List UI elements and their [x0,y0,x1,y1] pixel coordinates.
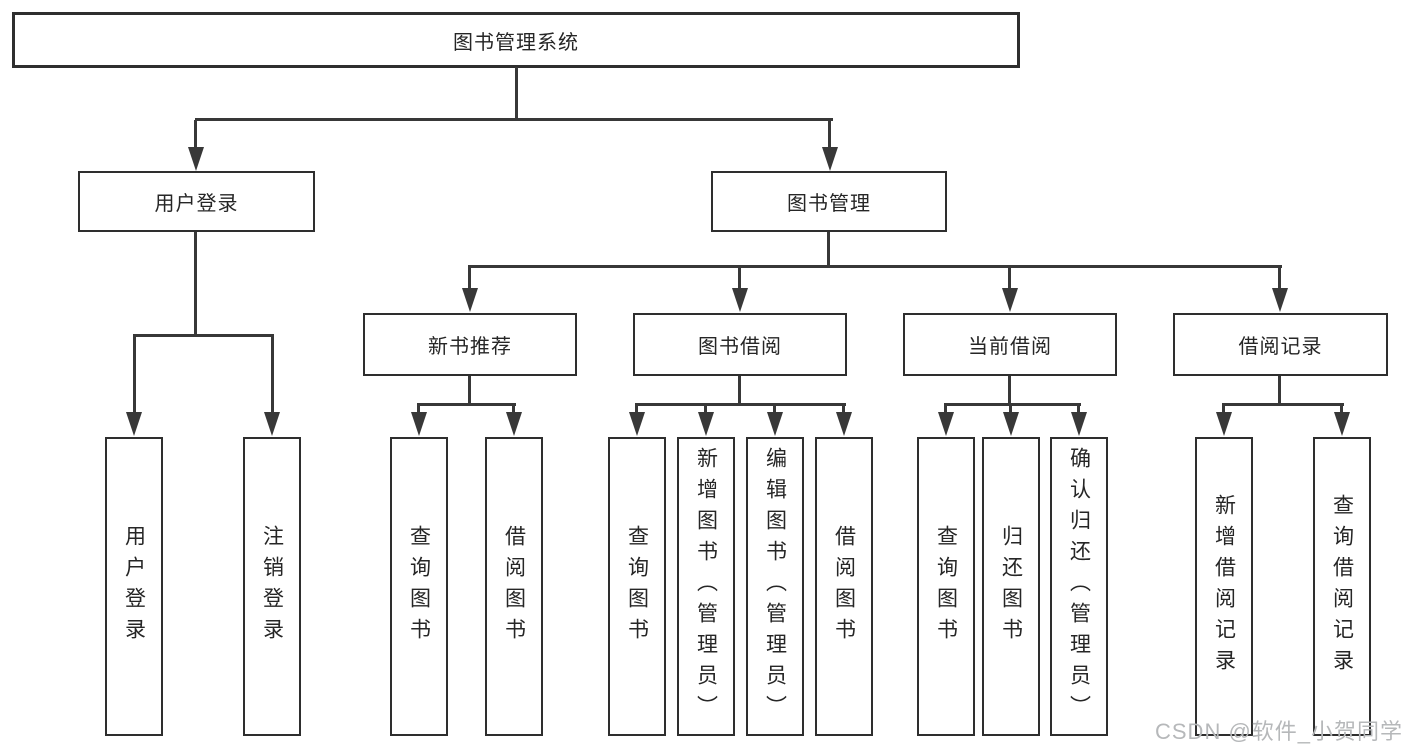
node-leaf-user-login: 用户登录 [105,437,163,736]
arrowhead [1272,288,1288,312]
arrowhead [462,288,478,312]
connector-line [468,376,471,405]
node-label: 新书推荐 [428,336,512,358]
node-label: 借阅图书 [502,524,526,649]
watermark: CSDN @软件_小贺同学 [1155,719,1404,744]
connector-line [738,267,741,290]
node-borrow-records: 借阅记录 [1173,313,1388,376]
connector-line [417,403,516,406]
node-label: 用户登录 [154,193,239,215]
node-leaf-current-query-books: 查询图书 [917,437,975,736]
node-leaf-borrowing-query-books: 查询图书 [608,437,666,736]
connector-line [194,120,197,148]
node-book-management: 图书管理 [711,171,947,232]
connector-line [1008,376,1011,405]
connector-line [842,405,845,414]
arrowhead [767,412,783,436]
connector-line [1278,376,1281,405]
connector-line [1222,405,1225,414]
connector-line [1340,405,1343,414]
connector-line [133,336,136,414]
connector-line [827,232,830,267]
node-label: 图书管理系统 [453,31,579,54]
node-leaf-logout: 注销登录 [243,437,301,736]
node-leaf-current-return-books: 归还图书 [982,437,1040,736]
node-label: 借阅图书 [832,524,856,649]
connector-line [512,405,515,414]
node-label: 编辑图书（管理员） [763,447,787,726]
arrowhead [629,412,645,436]
connector-line [635,403,846,406]
connector-line [515,67,518,119]
connector-line [1008,267,1011,290]
arrowhead [506,412,522,436]
arrowhead [698,412,714,436]
arrowhead [1002,288,1018,312]
connector-line [635,405,638,414]
connector-line [773,405,776,414]
node-leaf-current-confirm-return-admin: 确认归还（管理员） [1050,437,1108,736]
node-leaf-borrowing-edit-books-admin: 编辑图书（管理员） [746,437,804,736]
connector-line [1077,405,1080,414]
connector-line [944,403,1081,406]
arrowhead [1003,412,1019,436]
connector-line [468,267,471,290]
connector-line [944,405,947,414]
arrowhead [264,412,280,436]
node-new-book-recommend: 新书推荐 [363,313,577,376]
arrowhead [732,288,748,312]
connector-line [1009,405,1012,414]
connector-line [417,405,420,414]
node-leaf-records-add-record: 新增借阅记录 [1195,437,1253,736]
node-library-system: 图书管理系统 [12,12,1020,68]
arrowhead [822,147,838,171]
node-leaf-borrowing-borrow-books: 借阅图书 [815,437,873,736]
arrowhead [188,147,204,171]
arrowhead [411,412,427,436]
node-label: 注销登录 [260,524,284,649]
arrowhead [836,412,852,436]
connector-line [1222,403,1344,406]
node-label: 查询图书 [407,524,431,649]
arrowhead [938,412,954,436]
node-leaf-borrowing-add-books-admin: 新增图书（管理员） [677,437,735,736]
connector-line [133,334,274,337]
node-label: 新增借阅记录 [1212,493,1236,680]
node-label: 查询图书 [625,524,649,649]
arrowhead [1334,412,1350,436]
arrowhead [1071,412,1087,436]
connector-line [195,118,833,121]
arrowhead [1216,412,1232,436]
node-leaf-recommend-borrow-books: 借阅图书 [485,437,543,736]
node-current-borrowing: 当前借阅 [903,313,1117,376]
connector-line [194,232,197,337]
node-label: 新增图书（管理员） [694,447,718,726]
node-label: 当前借阅 [968,336,1052,358]
connector-line [1278,267,1281,290]
connector-line [468,265,1282,268]
connector-line [271,336,274,414]
arrowhead [126,412,142,436]
connector-line [828,120,831,148]
node-leaf-recommend-query-books: 查询图书 [390,437,448,736]
node-label: 借阅记录 [1238,336,1323,358]
node-label: 用户登录 [122,524,146,649]
node-label: 确认归还（管理员） [1067,447,1091,726]
node-label: 查询借阅记录 [1330,493,1354,680]
node-label: 归还图书 [999,524,1023,649]
node-leaf-records-query-record: 查询借阅记录 [1313,437,1371,736]
node-label: 图书管理 [787,193,871,215]
node-user-login-branch: 用户登录 [78,171,315,232]
node-label: 图书借阅 [698,336,782,358]
connector-line [738,376,741,405]
node-book-borrowing: 图书借阅 [633,313,847,376]
node-label: 查询图书 [934,524,958,649]
connector-line [704,405,707,414]
